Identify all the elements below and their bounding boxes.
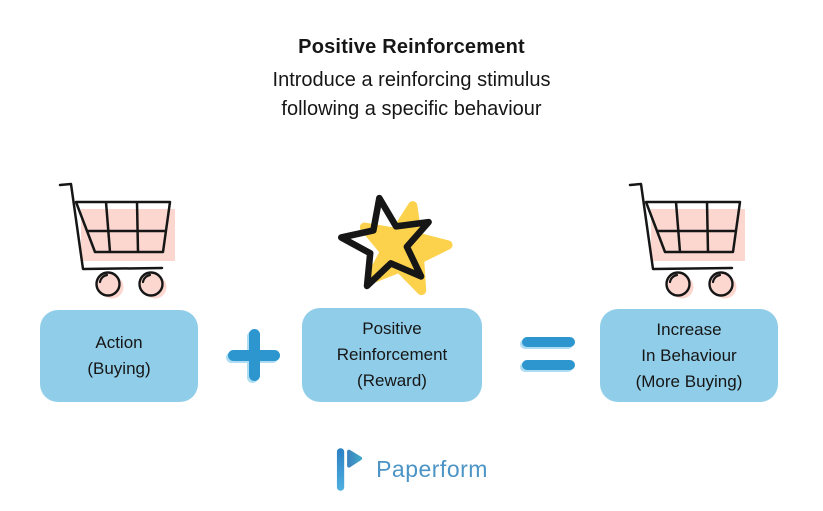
star-icon: [338, 194, 453, 296]
box-text-line: Positive: [362, 319, 422, 338]
subtitle-line-2: following a specific behaviour: [281, 98, 542, 120]
page-title: Positive Reinforcement: [298, 36, 525, 58]
box-text-line: (Reward): [357, 371, 427, 390]
increase-in-behaviour-box: Increase In Behaviour (More Buying): [600, 309, 778, 402]
box-text-line: In Behaviour: [641, 345, 737, 365]
box-text-line: (Buying): [87, 359, 151, 378]
header: Positive Reinforcement Introduce a reinf…: [0, 36, 823, 124]
box-text-line: Action: [95, 333, 143, 352]
shopping-cart-icon: [58, 182, 175, 299]
brand-footer: Paperform: [0, 447, 823, 492]
action-box: Action (Buying): [40, 310, 198, 402]
box-text-line: (More Buying): [635, 371, 743, 391]
plus-icon: [228, 329, 280, 381]
brand-name: Paperform: [376, 456, 488, 482]
box-text-line: Increase: [656, 319, 722, 339]
positive-reinforcement-box: Positive Reinforcement (Reward): [302, 308, 482, 402]
shopping-cart-icon: [628, 182, 745, 299]
equals-icon: [522, 337, 575, 370]
subtitle-line-1: Introduce a reinforcing stimulus: [272, 69, 551, 91]
paperform-logo-icon: [336, 448, 363, 491]
box-text-line: Reinforcement: [336, 345, 448, 364]
